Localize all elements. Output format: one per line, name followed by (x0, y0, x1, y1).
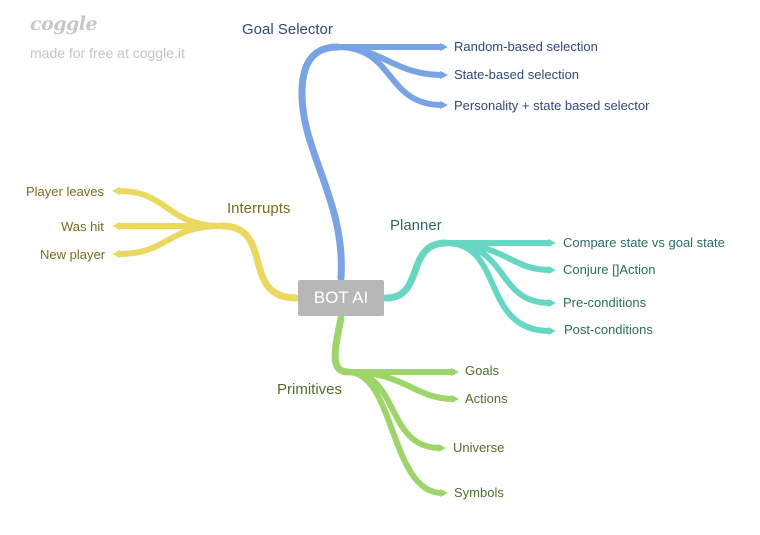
node-random-based-selection[interactable]: Random-based selection (454, 39, 598, 54)
connector-root-interrupts (218, 222, 300, 302)
root-node[interactable]: BOT AI (298, 280, 384, 316)
branch-planner[interactable]: Planner (390, 217, 442, 234)
goal-selector-connectors (298, 43, 445, 282)
primitives-connectors (331, 314, 456, 496)
node-player-leaves[interactable]: Player leaves (26, 184, 105, 199)
tip-personality-selector (440, 101, 448, 109)
connector-root-goal-selector (298, 43, 345, 282)
planner-connectors (382, 239, 553, 334)
connector-new-player (115, 223, 225, 257)
tip-compare-state (548, 239, 556, 247)
tip-conjure-action (548, 266, 556, 274)
tip-pre-conditions (548, 299, 556, 307)
branch-goal-selector[interactable]: Goal Selector (242, 21, 333, 38)
node-compare-state[interactable]: Compare state vs goal state (563, 235, 725, 250)
tip-was-hit (112, 222, 120, 230)
connector-root-primitives (331, 314, 352, 376)
node-symbols[interactable]: Symbols (454, 485, 504, 500)
node-post-conditions[interactable]: Post-conditions (564, 322, 653, 337)
tip-post-conditions (548, 327, 556, 335)
connector-arrow-tips (112, 43, 556, 497)
connector-root-planner (382, 239, 450, 302)
connector-symbols (345, 369, 445, 496)
tip-state-based-selection (440, 71, 448, 79)
node-was-hit[interactable]: Was hit (61, 219, 104, 234)
interrupts-connectors (115, 188, 300, 302)
connector-player-leaves (115, 188, 225, 229)
node-personality-selector[interactable]: Personality + state based selector (454, 98, 650, 113)
branch-primitives[interactable]: Primitives (277, 381, 343, 398)
branch-interrupts[interactable]: Interrupts (227, 200, 291, 217)
coggle-credit: made for free at coggle.it (30, 45, 185, 61)
tip-actions (451, 395, 459, 403)
tip-new-player (112, 250, 120, 258)
coggle-logo: coggle (30, 13, 98, 35)
connector-personality-selector (335, 44, 445, 108)
node-actions[interactable]: Actions (465, 391, 508, 406)
node-conjure-action[interactable]: Conjure []Action (563, 262, 656, 277)
node-universe[interactable]: Universe (453, 440, 505, 455)
node-goals[interactable]: Goals (465, 363, 499, 378)
node-state-based-selection[interactable]: State-based selection (454, 67, 580, 82)
node-pre-conditions[interactable]: Pre-conditions (563, 295, 647, 310)
tip-goals (451, 368, 459, 376)
tip-random-based-selection (440, 43, 448, 51)
tip-symbols (440, 489, 448, 497)
node-new-player[interactable]: New player (40, 247, 106, 262)
connector-post-conditions (443, 240, 553, 334)
root-node-label: BOT AI (313, 288, 369, 307)
tip-universe (438, 444, 446, 452)
tip-player-leaves (112, 187, 120, 195)
